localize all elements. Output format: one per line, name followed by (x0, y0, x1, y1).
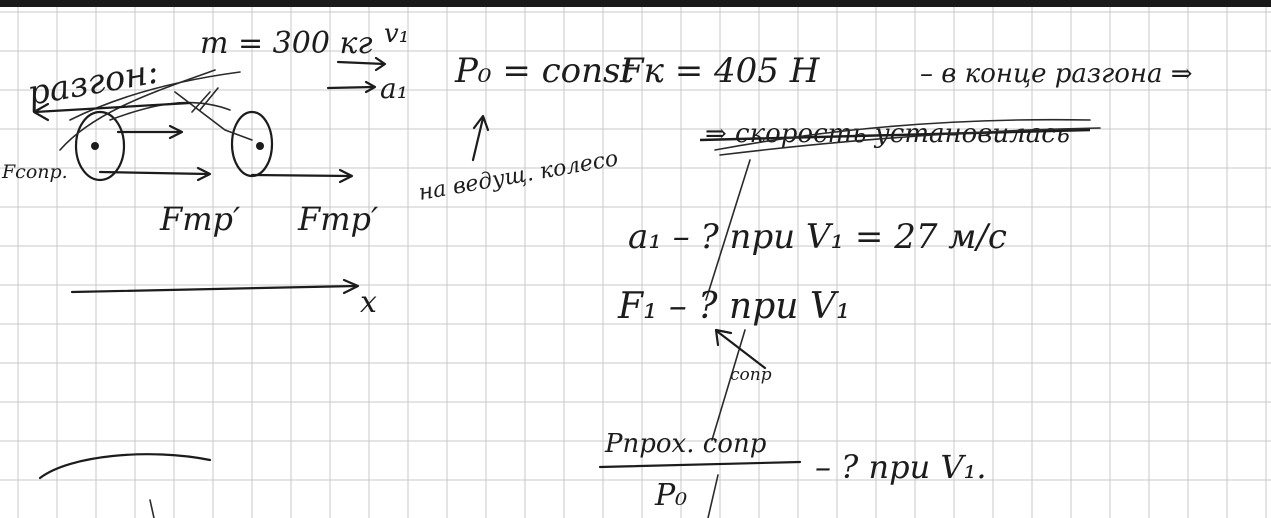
fk-value: Fк = 405 H (619, 51, 821, 91)
p0-const: P₀ = const (454, 51, 634, 91)
sopr-pointer-arrow (716, 330, 767, 370)
f-sopr-arrow (33, 101, 192, 114)
ratio-numerator: Pпрох. сопр (604, 429, 767, 459)
top-border (0, 0, 1271, 7)
ratio-denominator: P₀ (654, 478, 687, 513)
x-axis-arrow (70, 284, 358, 294)
f-tr-arrow-2 (250, 173, 352, 178)
f-tr-label-1: Fтр′ (159, 200, 241, 238)
question-f1: F₁ – ? при V₁ (617, 286, 850, 327)
sopr-sub: сопр (730, 365, 772, 385)
p0-pointer-arrow (471, 116, 485, 162)
f-tr-arrow-1 (98, 170, 210, 176)
ratio-tail: – ? при V₁. (815, 448, 986, 486)
x-axis-label: x (360, 285, 377, 320)
f-tr-label-2: Fтр′ (297, 200, 379, 238)
a1-label: a₁ (380, 72, 408, 105)
f-sopr-label: Fсопр. (1, 161, 68, 183)
a1-arrow (326, 85, 376, 90)
remark-text: – в конце разгона ⇒ (920, 59, 1193, 89)
slash-line-1 (705, 159, 751, 301)
v1-label: v₁ (384, 19, 409, 49)
question-a1: a₁ – ? при V₁ = 27 м/с (628, 217, 1007, 257)
fraction-bar (598, 460, 802, 469)
v1-arrow (336, 60, 386, 66)
mass-label: m = 300 кг (200, 26, 373, 61)
strike-line (699, 128, 1091, 142)
curve-stroke (38, 453, 212, 480)
